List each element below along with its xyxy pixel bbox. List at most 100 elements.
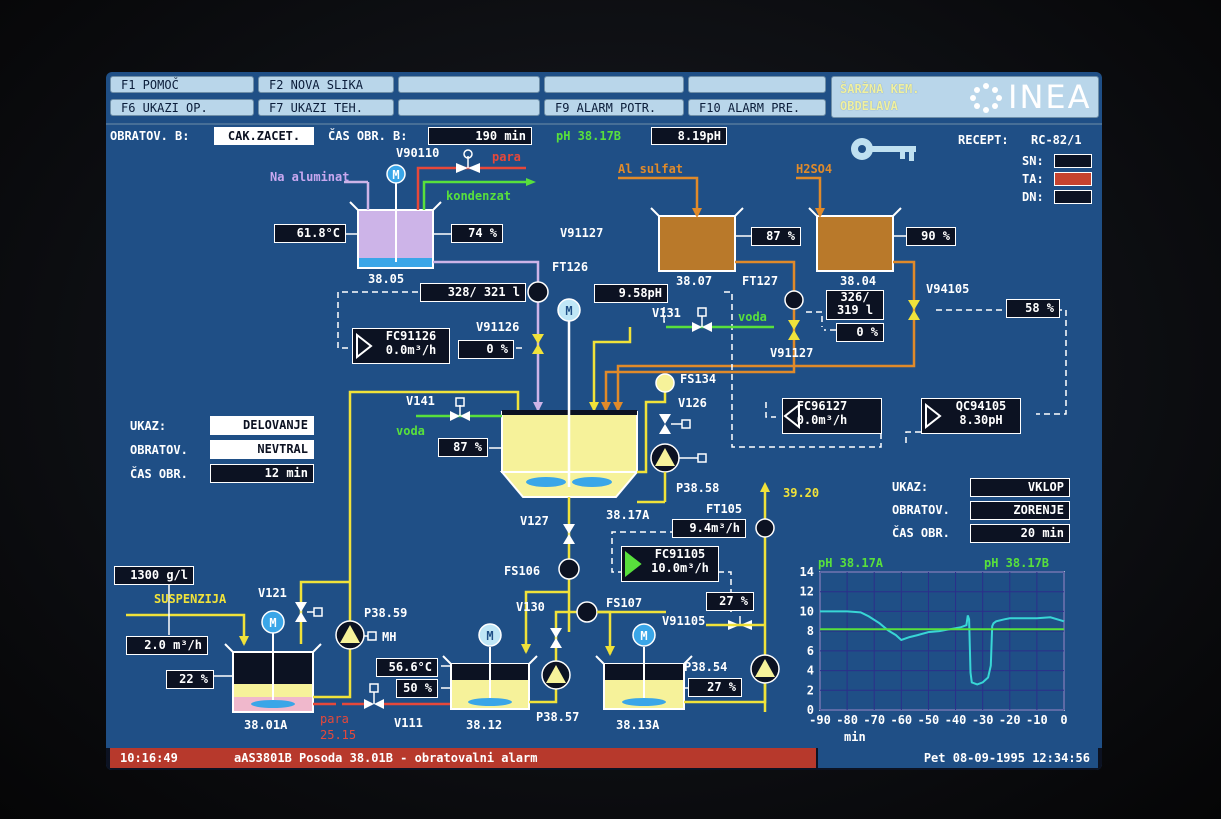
tank-38-13a-label: 38.13A — [616, 718, 660, 732]
valve-v121[interactable] — [295, 602, 307, 612]
mixer-motor-38-05[interactable] — [386, 164, 406, 184]
valve-v91127[interactable] — [788, 320, 800, 330]
svg-text:M: M — [392, 168, 399, 182]
shift-sn-indicator — [1054, 154, 1092, 168]
trend-y-tick-label: 4 — [807, 664, 814, 678]
fc91105-tag: FC91105 — [654, 547, 706, 561]
para-label: para — [492, 150, 521, 164]
brand-subtitle: OBDELAVA — [840, 99, 898, 113]
fc91126-tag: FC91126 — [385, 329, 437, 343]
suspension-flow: 2.0 m³/h — [126, 636, 208, 655]
mixer-motor-38-01a[interactable] — [261, 610, 285, 634]
valve-v94105-label: V94105 — [926, 282, 970, 296]
key-icon[interactable] — [848, 134, 920, 164]
destination-39-20-label: 39.20 — [783, 486, 820, 500]
valve-v127[interactable] — [563, 524, 575, 534]
alarm-time: 10:16:49 — [120, 751, 178, 765]
f1-help-button[interactable]: F1 POMOČ — [110, 76, 254, 93]
flow-meter-ft126[interactable] — [527, 281, 549, 303]
f3-blank-button[interactable] — [398, 76, 540, 93]
mixer-motor-38-13a[interactable] — [632, 623, 656, 647]
qc94105-controller[interactable]: QC94105 8.30pH — [921, 398, 1021, 434]
valve-v90110-label: V90110 — [396, 146, 440, 160]
left-time-label: ČAS OBR. — [130, 467, 188, 481]
trend-x-tick-label: -50 — [918, 713, 940, 727]
valve-v126-label: V126 — [678, 396, 707, 410]
f2-new-screen-button[interactable]: F2 NOVA SLIKA — [258, 76, 394, 93]
valve-v131[interactable] — [692, 322, 702, 332]
left-command-value[interactable]: DELOVANJE — [210, 416, 314, 435]
batch-operation-label: OBRATOV. B: — [110, 129, 190, 143]
tank-38-12-level: 50 % — [396, 679, 438, 698]
left-time-value: 12 min — [210, 464, 314, 483]
valve-v91126[interactable] — [532, 334, 544, 344]
fc91105-value: 10.0m³/h — [651, 561, 709, 575]
tank-38-07[interactable] — [650, 207, 744, 272]
mh-label: MH — [382, 630, 397, 644]
valve-v111[interactable] — [364, 699, 374, 709]
tank-38-04[interactable] — [808, 207, 902, 272]
valve-v127-label: V127 — [520, 514, 549, 528]
fc91105-controller[interactable]: FC91105 10.0m³/h — [621, 546, 719, 582]
f10-alarm-review-button[interactable]: F10 ALARM PRE. — [688, 99, 826, 116]
valve-v94105[interactable] — [908, 300, 920, 310]
ph-38-17b-label: pH 38.17B — [556, 129, 622, 143]
tank-38-12[interactable] — [442, 647, 538, 710]
f7-tech-commands-button[interactable]: F7 UKAZI TEH. — [258, 99, 394, 116]
system-datetime: Pet 08-09-1995 12:34:56 — [818, 748, 1098, 768]
fs107-label: FS107 — [606, 596, 643, 610]
fc91126-controller[interactable]: FC91126 0.0m³/h — [352, 328, 450, 364]
f5-blank-button[interactable] — [688, 76, 826, 93]
tank-38-01a-level: 22 % — [166, 670, 214, 689]
valve-v91127-position: 0 % — [836, 323, 884, 342]
trend-y-tick-label: 2 — [807, 683, 814, 697]
f9-alarm-confirm-button[interactable]: F9 ALARM POTR. — [544, 99, 684, 116]
mixer-motor-main[interactable] — [557, 298, 581, 322]
left-operation-label: OBRATOV. — [130, 443, 188, 457]
mixer-motor-38-12[interactable] — [478, 623, 502, 647]
ph-main-value: 9.58pH — [594, 284, 668, 303]
trend-x-tick-label: -20 — [999, 713, 1021, 727]
valve-v130[interactable] — [550, 628, 562, 638]
fs106-label: FS106 — [504, 564, 541, 578]
tank-38-01a[interactable] — [224, 632, 322, 713]
fc96127-controller[interactable]: FC96127 0.0m³/h — [782, 398, 882, 434]
f6-operator-commands-button[interactable]: F6 UKAZI OP. — [110, 99, 254, 116]
valve-v130-label: V130 — [516, 600, 545, 614]
fc91126-value: 0.0m³/h — [385, 343, 437, 357]
valve-v121-label: V121 — [258, 586, 287, 600]
valve-v91105-label: V91105 — [662, 614, 706, 628]
trend-y-tick-label: 14 — [800, 566, 814, 579]
recipe-label: RECEPT: — [958, 133, 1009, 147]
brand-title: ŠARŽNA KEM. — [840, 82, 920, 96]
flow-switch-fs134[interactable] — [655, 373, 675, 393]
inea-logo: INEA — [1008, 78, 1092, 116]
flow-meter-ft127[interactable] — [784, 290, 804, 310]
suspension-label: SUSPENZIJA — [154, 592, 227, 606]
valve-v91127-top-label: V91127 — [560, 226, 604, 240]
f4-blank-button[interactable] — [544, 76, 684, 93]
flow-switch-fs106[interactable] — [558, 558, 580, 580]
right-time-value: 20 min — [970, 524, 1070, 543]
valve-v91126-label: V91126 — [476, 320, 520, 334]
valve-v90110[interactable] — [456, 163, 468, 173]
flow-switch-fs107[interactable] — [576, 601, 598, 623]
trend-x-tick-label: -60 — [890, 713, 912, 727]
tank-38-05[interactable] — [349, 182, 442, 269]
flow-meter-ft105[interactable] — [755, 518, 775, 538]
valve-v91126-position: 0 % — [458, 340, 514, 359]
alarm-bar[interactable]: 10:16:49 aAS3801B Posoda 38.01B - obrato… — [110, 748, 816, 768]
tank-38-13a[interactable] — [595, 647, 693, 710]
main-tank-38-17a[interactable] — [499, 317, 640, 498]
tank-38-01a-label: 38.01A — [244, 718, 288, 732]
batch-time-label: ČAS OBR. B: — [328, 129, 408, 143]
ft126-total-value: 328/ 321 l — [420, 283, 526, 302]
valve-v141[interactable] — [450, 411, 460, 421]
qc94105-tag: QC94105 — [955, 399, 1007, 413]
right-command-value[interactable]: VKLOP — [970, 478, 1070, 497]
f8-blank-button[interactable] — [398, 99, 540, 116]
ft105-label: FT105 — [706, 502, 743, 516]
batch-operation-value: CAK.ZACET. — [214, 127, 314, 145]
trend-y-tick-label: 12 — [800, 585, 814, 599]
